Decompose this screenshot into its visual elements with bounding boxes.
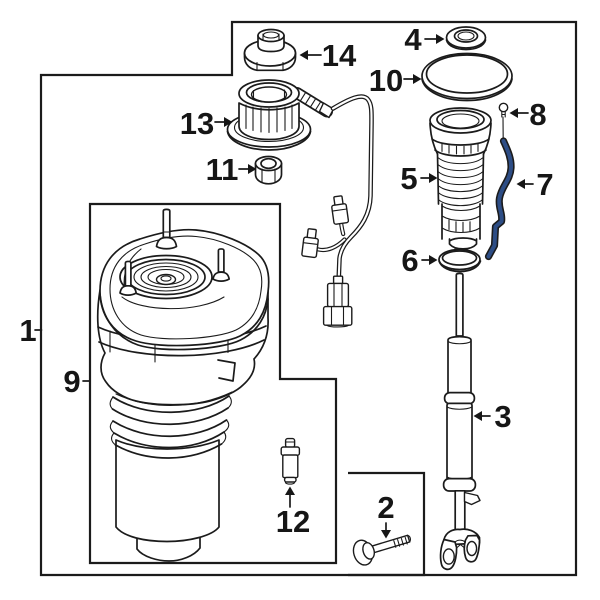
bolt-box-part-2 (348, 471, 426, 577)
part-8-drawing (498, 102, 509, 113)
harness-connector-small-1 (331, 195, 350, 225)
part-11-nut[interactable]: 11 (206, 152, 283, 187)
part-7-label: 7 (536, 167, 553, 202)
part-6-oring[interactable]: 6 (401, 243, 482, 278)
part-13-label: 13 (180, 106, 214, 141)
part-5-label: 5 (400, 161, 417, 196)
harness-connector-small-2 (301, 228, 319, 259)
part-5-bellows[interactable]: 5 (400, 107, 492, 255)
part-10-seal-ring[interactable]: 10 (369, 52, 513, 102)
part-6-label: 6 (401, 243, 418, 278)
part-9-label: 9 (63, 364, 80, 399)
part-3-shock-absorber[interactable]: 3 (439, 272, 512, 571)
part-10-label: 10 (369, 63, 403, 98)
part-7-drawing-blue (486, 139, 514, 259)
part-8-retainer-pin[interactable]: 8 (498, 97, 547, 142)
part-12-label: 12 (276, 504, 310, 539)
part-3-label: 3 (494, 399, 511, 434)
part-2-label: 2 (377, 490, 394, 525)
air-spring-box-part-9 (88, 202, 338, 565)
part-6-drawing (438, 248, 481, 271)
part-7-air-line-highlighted[interactable]: 7 (484, 137, 554, 261)
wiring-harness (301, 94, 374, 328)
assembly-box-part-1 (39, 20, 578, 577)
part-12-drawing (284, 437, 296, 448)
part-14-cap[interactable]: 14 (243, 28, 357, 74)
part-1-full-assembly[interactable]: 1 (19, 313, 43, 348)
part-10-drawing (421, 52, 513, 100)
part-12-valve[interactable]: 12 (276, 437, 310, 539)
part-2-bolt[interactable]: 2 (351, 490, 411, 567)
part-14-label: 14 (322, 38, 357, 73)
part-4-label: 4 (404, 22, 422, 57)
part-2-drawing (370, 534, 411, 554)
part-13-upper-mount[interactable]: 13 (180, 79, 374, 328)
part-11-label: 11 (206, 152, 239, 187)
part-9-air-spring-assembly[interactable]: 9 (63, 364, 91, 399)
air-spring-drawing (96, 208, 270, 562)
part-1-label: 1 (19, 313, 36, 348)
part-3-drawing (455, 272, 464, 337)
part-4-seal-grommet[interactable]: 4 (404, 22, 487, 57)
part-8-label: 8 (529, 97, 546, 132)
harness-connector-main (322, 275, 353, 328)
